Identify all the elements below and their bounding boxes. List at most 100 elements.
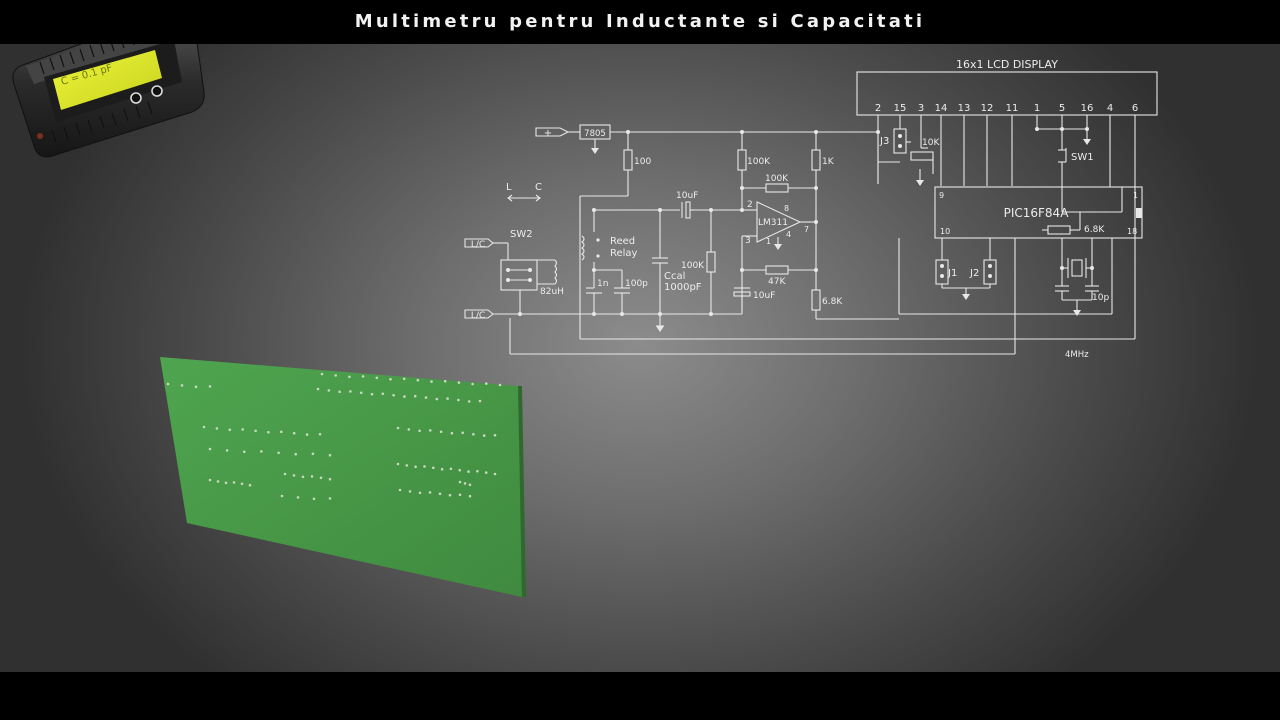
comparator-triangle bbox=[756, 201, 802, 243]
comparator-pin: 1 bbox=[766, 237, 771, 246]
c10uf-top-label: 10uF bbox=[676, 191, 698, 201]
pcb-hole bbox=[338, 390, 341, 394]
comparator-pin: 7 bbox=[804, 225, 809, 234]
title-bar: Multimetru pentru Inductante si Capacita… bbox=[0, 0, 1280, 44]
ccal-label-2: 1000pF bbox=[664, 282, 702, 293]
pcb-hole bbox=[468, 483, 472, 487]
multimeter-device: C = 0.1 pF bbox=[12, 44, 205, 158]
pcb-hole bbox=[424, 396, 428, 399]
pcb-hole bbox=[381, 392, 385, 396]
mcu-pin: 10 bbox=[940, 227, 950, 236]
lc-label-bot: L/C bbox=[471, 311, 485, 321]
pcb-hole bbox=[328, 477, 332, 481]
pcb-hole bbox=[292, 474, 296, 477]
pcb-hole bbox=[328, 453, 332, 457]
j2-box bbox=[983, 259, 997, 285]
display-pin: 11 bbox=[1006, 103, 1019, 114]
mcu-pin: 18 bbox=[1127, 227, 1137, 236]
pcb-hole bbox=[430, 380, 433, 383]
pcb-hole bbox=[458, 468, 462, 472]
r100-label: 100 bbox=[634, 157, 651, 167]
j2-label: J2 bbox=[969, 268, 979, 279]
pcb-hole bbox=[267, 430, 270, 434]
sw1-label: SW1 bbox=[1071, 152, 1094, 163]
display-pin: 1 bbox=[1034, 103, 1040, 114]
c10p-label: 10p bbox=[1092, 293, 1109, 303]
pcb-hole bbox=[320, 372, 324, 376]
pcb-hole bbox=[334, 374, 338, 377]
pcb-holes bbox=[166, 372, 502, 501]
pcb-hole bbox=[435, 397, 439, 401]
reed-relay-label-1: Reed bbox=[610, 236, 635, 247]
inductor-label: 82uH bbox=[540, 287, 564, 297]
sw2-box bbox=[500, 259, 538, 291]
pcb-hole bbox=[359, 391, 363, 395]
pcb-hole bbox=[457, 381, 461, 384]
pcb-hole bbox=[493, 472, 497, 476]
device-jack-1 bbox=[130, 92, 142, 104]
pcb-hole bbox=[311, 452, 315, 456]
pcb-hole bbox=[215, 427, 219, 430]
pcb-hole bbox=[224, 481, 228, 485]
pcb-hole bbox=[405, 464, 409, 467]
pcb-hole bbox=[296, 496, 300, 499]
pcb-hole bbox=[467, 400, 471, 403]
display-pin: 5 bbox=[1059, 103, 1065, 114]
video-title: Multimetru pentru Inductante si Capacita… bbox=[354, 11, 926, 32]
pcb-hole bbox=[429, 429, 432, 432]
pcb-hole bbox=[392, 393, 395, 397]
pcb-hole bbox=[277, 451, 280, 455]
pcb-hole bbox=[438, 492, 442, 496]
pcb-edge bbox=[518, 386, 526, 597]
display-pin: 12 bbox=[981, 103, 994, 114]
ccal-label-1: Ccal bbox=[664, 271, 685, 282]
pcb-hole bbox=[493, 433, 497, 437]
c100p-label: 100p bbox=[625, 279, 648, 289]
pcb-hole bbox=[396, 462, 400, 466]
pcb-hole bbox=[478, 399, 482, 403]
pcb-hole bbox=[292, 431, 296, 435]
pcb-hole bbox=[349, 390, 352, 393]
pcb-hole bbox=[232, 481, 236, 484]
c10uf-bot-label: 10uF bbox=[753, 291, 775, 301]
pcb-hole bbox=[280, 494, 284, 498]
r1k-label: 1K bbox=[822, 157, 835, 167]
c1n-label: 1n bbox=[597, 279, 608, 289]
pcb-hole bbox=[408, 490, 412, 493]
pcb-hole bbox=[202, 425, 206, 429]
pcb-hole bbox=[446, 397, 449, 400]
display-pin: 3 bbox=[918, 103, 924, 114]
lc-label-top: L/C bbox=[471, 240, 485, 250]
pcb-hole bbox=[414, 465, 417, 469]
pcb-hole bbox=[423, 465, 426, 468]
comparator-pin: 8 bbox=[784, 204, 789, 213]
lcd-display-box bbox=[856, 71, 1158, 116]
pcb-hole bbox=[448, 493, 452, 497]
pot10k-label: 10K bbox=[922, 138, 940, 148]
pcb-hole bbox=[208, 385, 212, 388]
reed-relay-label-2: Relay bbox=[610, 248, 638, 259]
mcu-label: PIC16F84A bbox=[1004, 206, 1070, 220]
scene-area: C = 0.1 pF bbox=[0, 44, 1280, 672]
pcb-hole bbox=[260, 450, 263, 453]
pcb-board bbox=[160, 357, 526, 597]
pcb-hole bbox=[458, 493, 462, 497]
j3-box bbox=[893, 128, 907, 154]
pcb-hole bbox=[471, 382, 474, 386]
mcu-pin: 1 bbox=[1133, 191, 1138, 200]
device-ridges bbox=[39, 44, 153, 143]
crystal bbox=[1071, 259, 1083, 277]
r6k8-right-label: 6.8K bbox=[1084, 225, 1105, 235]
pcb-hole bbox=[240, 482, 244, 486]
display-pin: 16 bbox=[1081, 103, 1094, 114]
pcb-hole bbox=[283, 472, 287, 476]
pcb-hole bbox=[418, 491, 422, 495]
device-jack-2 bbox=[151, 85, 163, 97]
schematic-labels: 16x1 LCD DISPLAY 2 15 3 14 13 12 11 1 5 … bbox=[471, 58, 1138, 360]
mcu-pin: 9 bbox=[939, 191, 944, 200]
pcb-hole bbox=[402, 377, 406, 381]
pcb-hole bbox=[440, 467, 444, 471]
pcb-hole bbox=[463, 482, 467, 485]
pcb-hole bbox=[216, 480, 220, 483]
